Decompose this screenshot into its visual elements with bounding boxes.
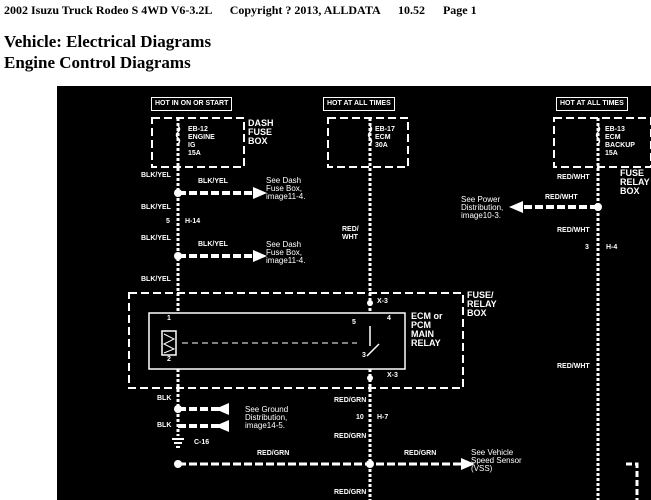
wire-redwht-1: RED/WHT	[557, 174, 590, 181]
wire-blk-1: BLK	[157, 395, 172, 402]
wire-redgrn-5: RED/GRN	[334, 489, 367, 496]
version: 10.52	[397, 3, 425, 17]
page-header: 2002 Isuzu Truck Rodeo S 4WD V6-3.2L Cop…	[4, 3, 477, 18]
fuse-relay-box-label: FUSE/ RELAY BOX	[467, 290, 497, 318]
relay-pin-2: 2	[167, 356, 171, 363]
relay-name: ECM or PCM MAIN RELAY	[411, 311, 443, 348]
relay-pin-5: 5	[352, 319, 356, 326]
relay-pin-4: 4	[387, 315, 391, 322]
wire-redwht-4: RED/WHT	[557, 363, 590, 370]
wire-blk-2: BLK	[157, 422, 172, 429]
fuse-eb13-label: EB-13 ECM BACKUP 15A	[605, 126, 635, 157]
wire-redgrn-4: RED/GRN	[404, 450, 437, 457]
fuse-relay-right-label: FUSE RELAY BOX	[620, 168, 650, 196]
wire-redwht-mid: RED/ WHT	[342, 226, 359, 241]
power-label-ign: HOT IN ON OR START	[151, 97, 233, 111]
page-number: Page 1	[442, 3, 477, 17]
relay-inner-box	[148, 312, 406, 370]
c16-label: C-16	[194, 439, 210, 446]
wire-redgrn-1: RED/GRN	[334, 397, 367, 404]
wire-blkyel-2: BLK/YEL	[198, 178, 228, 185]
ecm-backup-fuse-outline	[553, 117, 651, 168]
see-vss-ref: See Vehicle Speed Sensor (VSS)	[471, 448, 522, 473]
wire-redwht-3: RED/WHT	[557, 227, 590, 234]
wire-redwht-2: RED/WHT	[545, 194, 578, 201]
power-label-hot2: HOT AT ALL TIMES	[556, 97, 628, 111]
h4-label: H-4	[606, 244, 618, 251]
fuse-eb12-label: EB-12 ENGINE IG 15A	[188, 126, 215, 157]
wire-blkyel-5: BLK/YEL	[141, 276, 171, 283]
ecm-fuse-outline	[327, 117, 409, 168]
see-dash-ref-2: See Dash Fuse Box, image11-4.	[266, 240, 306, 265]
relay-pin-3: 3	[362, 352, 366, 359]
arrow-right-vss	[461, 458, 475, 470]
wire-redgrn-3: RED/GRN	[257, 450, 290, 457]
h7-pin: 10	[356, 414, 364, 421]
x3-top-label: X-3	[377, 298, 388, 305]
page-title: Vehicle: Electrical Diagrams	[4, 32, 212, 51]
wire-redgrn-2: RED/GRN	[334, 433, 367, 440]
x3-bottom-label: X-3	[387, 372, 398, 379]
arrow-left-ground-1	[215, 403, 229, 415]
wiring-diagram: HOT IN ON OR START HOT AT ALL TIMES HOT …	[57, 86, 651, 500]
fuse-eb17-label: EB-17 ECM 30A	[375, 126, 395, 149]
arrow-right-2	[253, 250, 267, 262]
h14-pin: 5	[166, 218, 170, 225]
dash-fuse-box-outline	[151, 117, 245, 168]
copyright: Copyright ? 2013, ALLDATA	[229, 3, 380, 17]
wire-blkyel-1: BLK/YEL	[141, 172, 171, 179]
see-dash-ref-1: See Dash Fuse Box, image11-4.	[266, 176, 306, 201]
relay-pin-1: 1	[167, 315, 171, 322]
fuse-relay-box-outline	[128, 292, 464, 389]
dash-fuse-box-label: DASH FUSE BOX	[248, 118, 274, 146]
wire-blkyel-4: BLK/YEL	[141, 235, 171, 242]
arrow-right-1	[253, 187, 267, 199]
wire-blkyel-6: BLK/YEL	[198, 241, 228, 248]
wiring-lines	[128, 117, 651, 500]
power-label-hot1: HOT AT ALL TIMES	[323, 97, 395, 111]
arrow-left-ground-2	[215, 420, 229, 432]
see-power-ref: See Power Distribution, image10-3.	[461, 195, 504, 220]
vehicle-name: 2002 Isuzu Truck Rodeo S 4WD V6-3.2L	[4, 3, 212, 17]
arrow-left-power	[509, 201, 523, 213]
h4-pin: 3	[585, 244, 589, 251]
h14-label: H-14	[185, 218, 201, 225]
h7-label: H-7	[377, 414, 389, 421]
page-subtitle: Engine Control Diagrams	[4, 53, 191, 72]
see-ground-ref: See Ground Distribution, image14-5.	[245, 405, 289, 430]
wire-blkyel-3: BLK/YEL	[141, 204, 171, 211]
